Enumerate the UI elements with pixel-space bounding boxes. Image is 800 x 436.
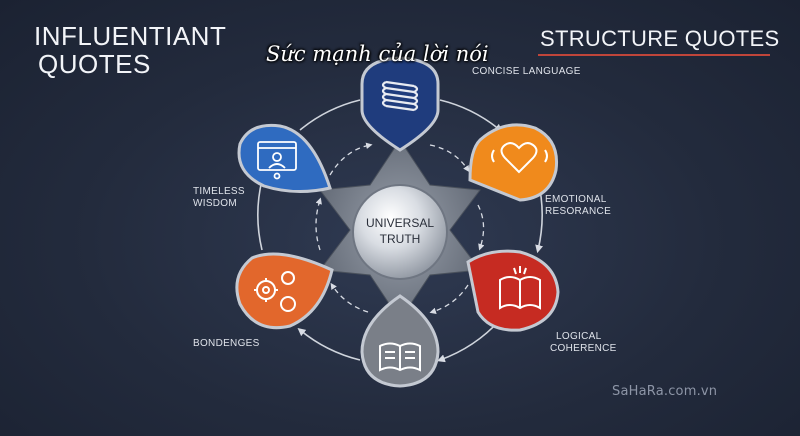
universal-truth-orb — [352, 184, 448, 280]
center-label-line1: UNIVERSAL — [366, 216, 434, 230]
right-title-underline — [538, 54, 770, 56]
spring-coil-icon — [381, 80, 419, 112]
left-title-line2: QUOTES — [38, 49, 151, 79]
label-emotional-resonance: EMOTIONAL RESORANCE — [545, 194, 611, 218]
label-timeless-wisdom: TIMELESS WISDOM — [193, 186, 245, 210]
label-timeless-line1: TIMELESS — [193, 186, 245, 197]
label-concise-language: CONCISE LANGUAGE — [472, 66, 581, 77]
browser-user-icon — [257, 141, 297, 180]
label-timeless-line2: WISDOM — [193, 198, 238, 209]
node-emotional-resonance — [468, 123, 559, 202]
overlay-caption: Sức mạnh của lời nói — [266, 42, 489, 66]
label-logical-line1: LOGICAL — [556, 331, 602, 342]
node-logical-coherence — [466, 249, 560, 332]
label-emotional-line2: RESORANCE — [545, 206, 612, 217]
node-concise-language — [360, 56, 440, 152]
right-title: STRUCTURE QUOTES — [540, 26, 780, 51]
label-bondenges: BONDENGES — [193, 338, 260, 349]
open-book-icon — [379, 342, 421, 372]
node-timeless-wisdom — [237, 123, 332, 194]
heart-signal-icon — [491, 142, 548, 174]
label-logical-line2: COHERENCE — [550, 343, 617, 354]
node-bondenges — [235, 252, 334, 330]
center-label-line2: TRUTH — [380, 232, 421, 246]
watermark: SaHaRa.com.vn — [612, 384, 718, 399]
left-title: INFLUENTIANT QUOTES — [34, 22, 226, 78]
node-bottom-book — [360, 294, 440, 388]
gears-icon — [254, 271, 296, 312]
label-emotional-line1: EMOTIONAL — [545, 194, 607, 205]
left-title-line1: INFLUENTIANT — [34, 21, 227, 51]
label-logical-coherence: LOGICAL COHERENCE — [550, 331, 617, 355]
inner-dashed-ring — [315, 142, 485, 314]
open-book-icon — [499, 266, 541, 310]
